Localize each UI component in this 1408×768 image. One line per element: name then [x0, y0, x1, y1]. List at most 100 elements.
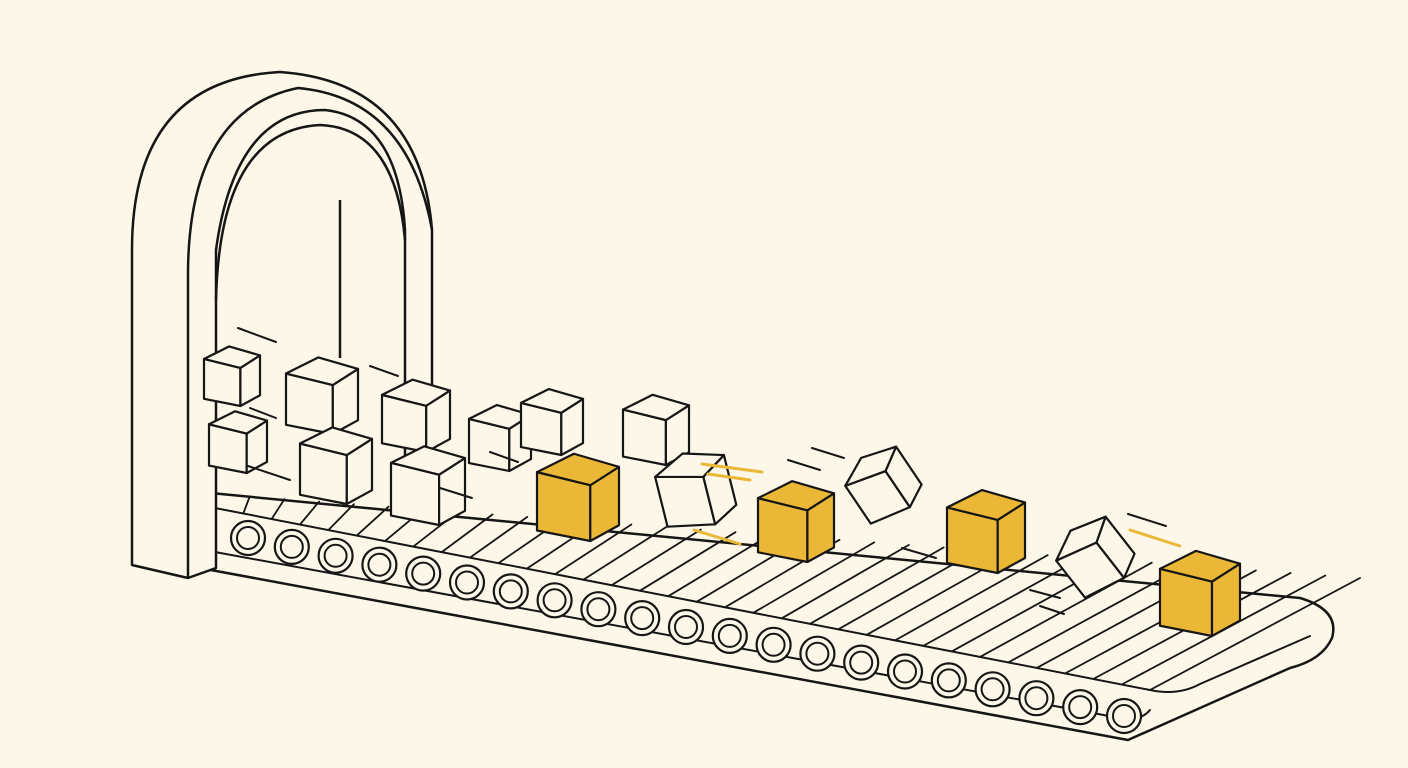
belt-slat [1007, 564, 1188, 664]
roller-inner [893, 659, 917, 684]
belt-slat [894, 554, 1049, 642]
roller-inner [936, 668, 961, 693]
box-accent [756, 480, 836, 564]
belt-slat [327, 503, 355, 531]
motion-line-accent [1128, 528, 1182, 548]
arch-inner-face [186, 86, 434, 578]
roller-inner [980, 677, 1005, 702]
box [380, 378, 452, 454]
box [298, 426, 374, 506]
box-top-face [202, 345, 262, 370]
box-top-face [380, 378, 452, 407]
roller-inner [1024, 686, 1049, 711]
box-top-face [207, 410, 269, 435]
belt-slat [270, 498, 286, 520]
motion-line [901, 547, 937, 559]
roller [755, 626, 792, 663]
motion-line [489, 451, 519, 463]
roller-inner [542, 588, 567, 613]
box [284, 356, 360, 436]
belt-slat [809, 546, 945, 625]
belt-slat [355, 505, 390, 537]
motion-lines [237, 327, 1182, 615]
box-top-face [1158, 549, 1242, 583]
box-top-face [621, 393, 691, 422]
roller [711, 617, 748, 655]
roller [624, 599, 661, 637]
roller [974, 671, 1011, 708]
motion-line [369, 365, 399, 377]
box [207, 410, 269, 475]
roller [536, 582, 573, 619]
roller-inner [498, 579, 523, 604]
roller-inner [1068, 695, 1093, 720]
roller [361, 546, 398, 583]
belt-slat [922, 556, 1084, 647]
roller [405, 555, 442, 592]
belt-slat [780, 544, 910, 620]
belt-slat [554, 523, 633, 576]
box [621, 393, 691, 467]
belt-slat [610, 528, 702, 587]
roller [448, 564, 486, 601]
motion-line [439, 487, 473, 499]
box-top-face [844, 445, 898, 487]
belt-slat [299, 500, 321, 526]
box-accent [945, 488, 1027, 575]
box [654, 452, 738, 528]
roller-inner [674, 615, 698, 639]
belt-rollers [229, 519, 1143, 735]
roller [317, 537, 354, 574]
box [389, 445, 467, 527]
box-top-face [1055, 515, 1107, 562]
roller [843, 644, 880, 681]
box-accent [535, 452, 621, 543]
box [202, 345, 262, 408]
arch-tunnel [130, 70, 434, 580]
motion-line [1029, 589, 1061, 599]
roller [492, 573, 529, 610]
roller-inner [455, 570, 479, 595]
roller [273, 528, 310, 566]
roller-inner [367, 552, 392, 577]
belt-slat [440, 513, 494, 553]
belt-slat [469, 516, 529, 559]
belt-slat [242, 495, 251, 515]
box [519, 387, 585, 457]
belt-slat [1149, 577, 1361, 691]
roller [1062, 688, 1099, 726]
roller [1105, 697, 1143, 735]
motion-line-accent [706, 472, 752, 482]
box-top-face [284, 356, 360, 387]
box-top-face [756, 480, 836, 512]
roller-inner [411, 561, 436, 586]
roller [580, 591, 617, 628]
roller [229, 519, 267, 557]
motion-line [249, 407, 277, 419]
arch-inner-rim [214, 123, 407, 301]
conveyor-belt [198, 490, 1361, 742]
roller-inner [805, 641, 830, 666]
roller-inner [236, 526, 260, 550]
roller-inner [717, 623, 742, 648]
roller-inner [849, 650, 874, 675]
box [844, 445, 923, 525]
boxes [202, 345, 1242, 638]
box-top-face [519, 387, 585, 414]
belt-slat [752, 541, 876, 614]
belt-slat [639, 531, 737, 592]
motion-line [247, 465, 291, 481]
roller-inner [1112, 704, 1136, 728]
roller-inner [279, 534, 304, 559]
roller-inner [630, 606, 655, 631]
box-top-face [535, 452, 621, 487]
box-accent [1158, 549, 1242, 638]
box-top-face [389, 445, 467, 476]
motion-line [787, 459, 821, 471]
roller-inner [586, 597, 611, 622]
belt-slat [582, 526, 667, 581]
roller [930, 662, 967, 699]
box-top-face [945, 488, 1027, 522]
roller-inner [761, 632, 786, 657]
